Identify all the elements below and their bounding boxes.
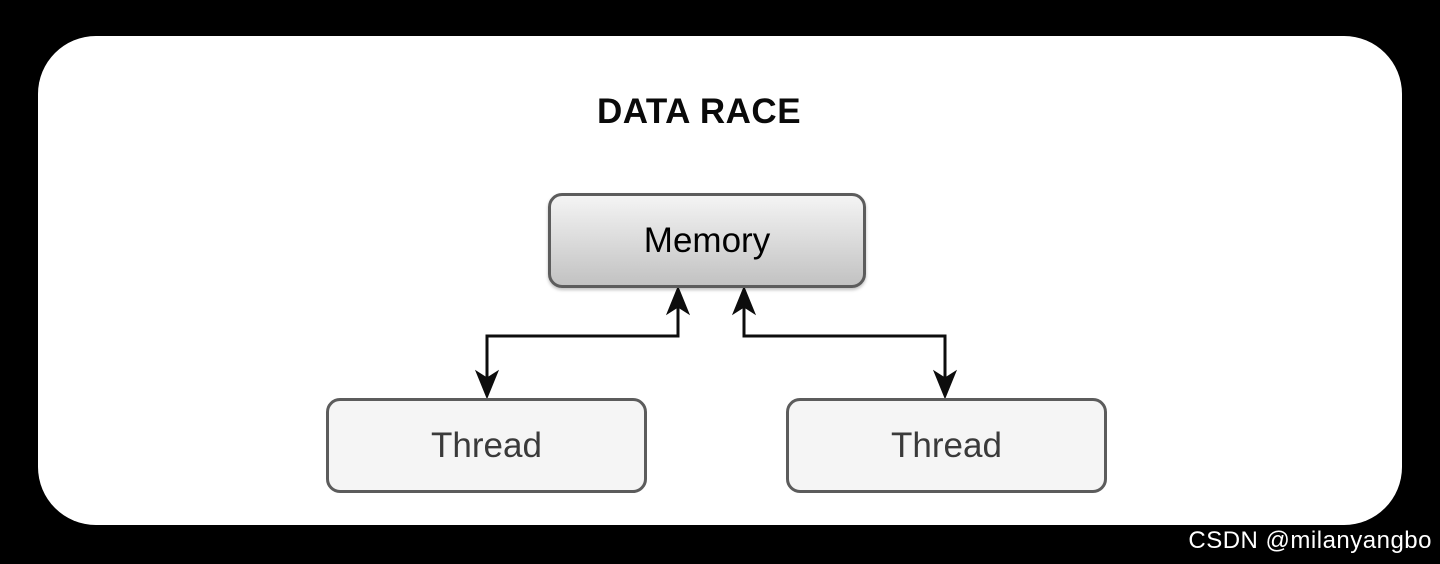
node-thread-left: Thread <box>326 398 647 493</box>
node-thread-right: Thread <box>786 398 1107 493</box>
diagram-title: DATA RACE <box>596 92 802 131</box>
node-memory: Memory <box>548 193 866 288</box>
node-memory-label: Memory <box>643 220 771 260</box>
node-thread-left-label: Thread <box>431 425 542 465</box>
watermark: CSDN @milanyangbo <box>1188 527 1432 554</box>
node-thread-right-label: Thread <box>891 425 1002 465</box>
